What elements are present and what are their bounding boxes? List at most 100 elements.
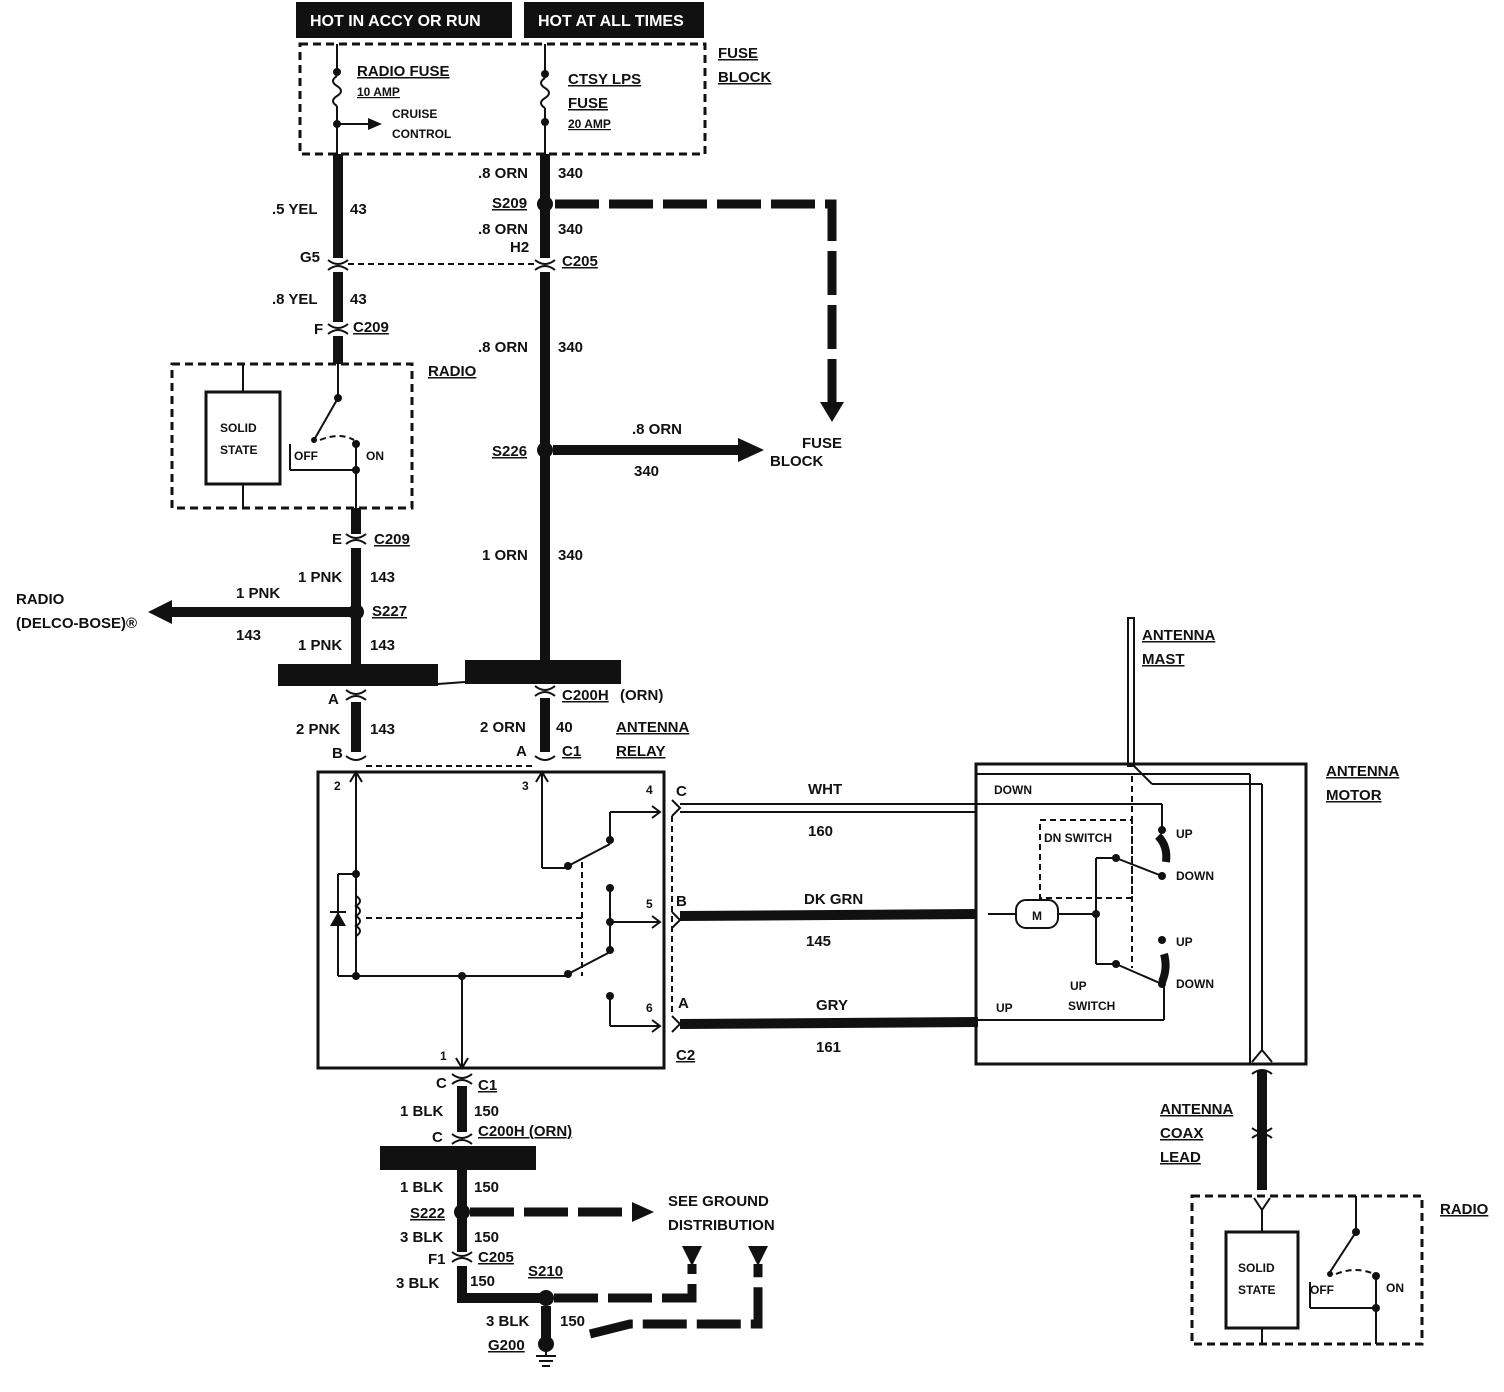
wire-pnk-143-num: 143 <box>370 569 395 586</box>
see-ground-1: SEE GROUND <box>668 1193 769 1210</box>
cruise-label-1: CRUISE <box>392 107 437 121</box>
svg-text:3 BLK: 3 BLK <box>396 1275 440 1292</box>
wire-blk-1-color: 1 BLK <box>400 1103 444 1120</box>
wire-ground-branch-2 <box>588 1264 763 1339</box>
header-all-times: HOT AT ALL TIMES <box>538 13 684 30</box>
fuse-block-label-1: FUSE <box>718 45 758 62</box>
solid-state-2: STATE <box>220 443 258 457</box>
s209-branch-arrow <box>820 402 844 422</box>
svg-text:150: 150 <box>560 1313 585 1330</box>
wire-orn-340-color: .8 ORN <box>478 165 528 182</box>
wire-pnk-143b-num: 143 <box>370 637 395 654</box>
relay-coil-icon <box>354 895 361 937</box>
wire-gry-num: 161 <box>816 1039 841 1056</box>
svg-text:1 BLK: 1 BLK <box>400 1179 444 1196</box>
ground-c: C <box>436 1075 447 1092</box>
wire-wht-label: WHT <box>808 781 842 798</box>
dn-switch-label: DN SWITCH <box>1044 831 1112 845</box>
wire-pnk-2-color: 2 PNK <box>296 721 340 738</box>
motor-label-2: MOTOR <box>1326 787 1382 804</box>
see-ground-2: DISTRIBUTION <box>668 1217 775 1234</box>
c200h-bar-bottom <box>380 1146 536 1170</box>
connector-c200h-note: (ORN) <box>620 687 663 704</box>
ctsy-label-2: FUSE <box>568 95 608 112</box>
connector-c2: C2 <box>676 1047 695 1064</box>
ground-symbol-icon <box>536 1352 556 1367</box>
connector-a-left: A <box>328 691 339 708</box>
connector-c209: C209 <box>353 319 389 336</box>
svg-text:OFF: OFF <box>1310 1283 1334 1297</box>
header-all-times-box <box>524 2 704 38</box>
header-accy-run-box <box>296 2 512 38</box>
ground-g200: G200 <box>488 1337 525 1354</box>
wire-dkgrn-label: DK GRN <box>804 891 863 908</box>
ground-arrow-2 <box>748 1246 768 1266</box>
relay-switch-2-icon <box>567 951 611 975</box>
relay-switch-1-icon <box>567 843 611 867</box>
antenna-motor-box <box>974 762 1308 1066</box>
fuse-block-label-2: BLOCK <box>718 69 771 86</box>
diode-icon <box>330 912 346 926</box>
wire-ground-branch-1 <box>554 1264 697 1303</box>
radio-off: OFF <box>294 449 318 463</box>
svg-text:150: 150 <box>470 1273 495 1290</box>
up-switch-2: SWITCH <box>1068 999 1115 1013</box>
splice-s209-label: S209 <box>492 195 527 212</box>
coax-label-3: LEAD <box>1160 1149 1201 1166</box>
svg-text:ON: ON <box>1386 1281 1404 1295</box>
svg-text:1: 1 <box>440 1049 447 1063</box>
mast-label-1: ANTENNA <box>1142 627 1215 644</box>
antenna-mast <box>1127 617 1135 767</box>
s226-branch-arrow <box>738 438 764 462</box>
connector-c209b: C209 <box>374 531 410 548</box>
wire-orn-340c-num: 340 <box>558 339 583 356</box>
relay-label-2: RELAY <box>616 743 665 760</box>
connector-c205: C205 <box>562 253 598 270</box>
connector-g5: G5 <box>300 249 320 266</box>
fuse-block-out-2: BLOCK <box>770 453 823 470</box>
svg-text:SOLID: SOLID <box>1238 1261 1275 1275</box>
svg-text:150: 150 <box>474 1229 499 1246</box>
connector-b-left: B <box>332 745 343 762</box>
radio2-box <box>1190 1194 1424 1346</box>
radio2-solid-state <box>1224 1230 1300 1330</box>
splice-s210 <box>538 1290 554 1306</box>
s226-branch-num: 340 <box>634 463 659 480</box>
wire-orn-40-num: 40 <box>556 719 573 736</box>
wire-orn-1-color: 1 ORN <box>482 547 528 564</box>
s226-branch-color: .8 ORN <box>632 421 682 438</box>
up-switch-1: UP <box>1070 979 1087 993</box>
radio-switch-icon <box>313 397 339 441</box>
ctsy-amp: 20 AMP <box>568 117 611 131</box>
wire-yel-43-num: 43 <box>350 201 367 218</box>
wire-pnk-2-num: 143 <box>370 721 395 738</box>
connector-a-center: A <box>516 743 527 760</box>
wire-orn-340c-color: .8 ORN <box>478 339 528 356</box>
ground-arrow-1 <box>682 1246 702 1266</box>
ground-c205: C205 <box>478 1249 514 1266</box>
svg-text:3 BLK: 3 BLK <box>486 1313 530 1330</box>
radio-branch-color: 1 PNK <box>236 585 280 602</box>
ground-c200h: C200H (ORN) <box>478 1123 572 1140</box>
fuse-block-out-1: FUSE <box>802 435 842 452</box>
radio-fuse-label: RADIO FUSE <box>357 63 450 80</box>
svg-text:C: C <box>432 1129 443 1146</box>
ground-f1: F1 <box>428 1251 446 1268</box>
up-contact-1 <box>1155 833 1171 863</box>
radio-box <box>170 362 414 510</box>
wire-orn-340b-color: .8 ORN <box>478 221 528 238</box>
connector-c1-top: C1 <box>562 743 581 760</box>
radio-out-2: (DELCO-BOSE)® <box>16 615 137 632</box>
svg-text:4: 4 <box>646 783 653 797</box>
wire-yel-43-color: .5 YEL <box>272 201 318 218</box>
svg-text:5: 5 <box>646 897 653 911</box>
wire-dkgrn-145 <box>679 909 977 921</box>
wire-gry-label: GRY <box>816 997 848 1014</box>
relay-pin-a: A <box>678 995 689 1012</box>
wire-orn-1-num: 340 <box>558 547 583 564</box>
wire-gry-161 <box>679 1017 979 1029</box>
radio-branch-arrow <box>148 600 172 624</box>
motor-down-2: DOWN <box>1176 977 1214 991</box>
coax-label-2: COAX <box>1160 1125 1203 1142</box>
